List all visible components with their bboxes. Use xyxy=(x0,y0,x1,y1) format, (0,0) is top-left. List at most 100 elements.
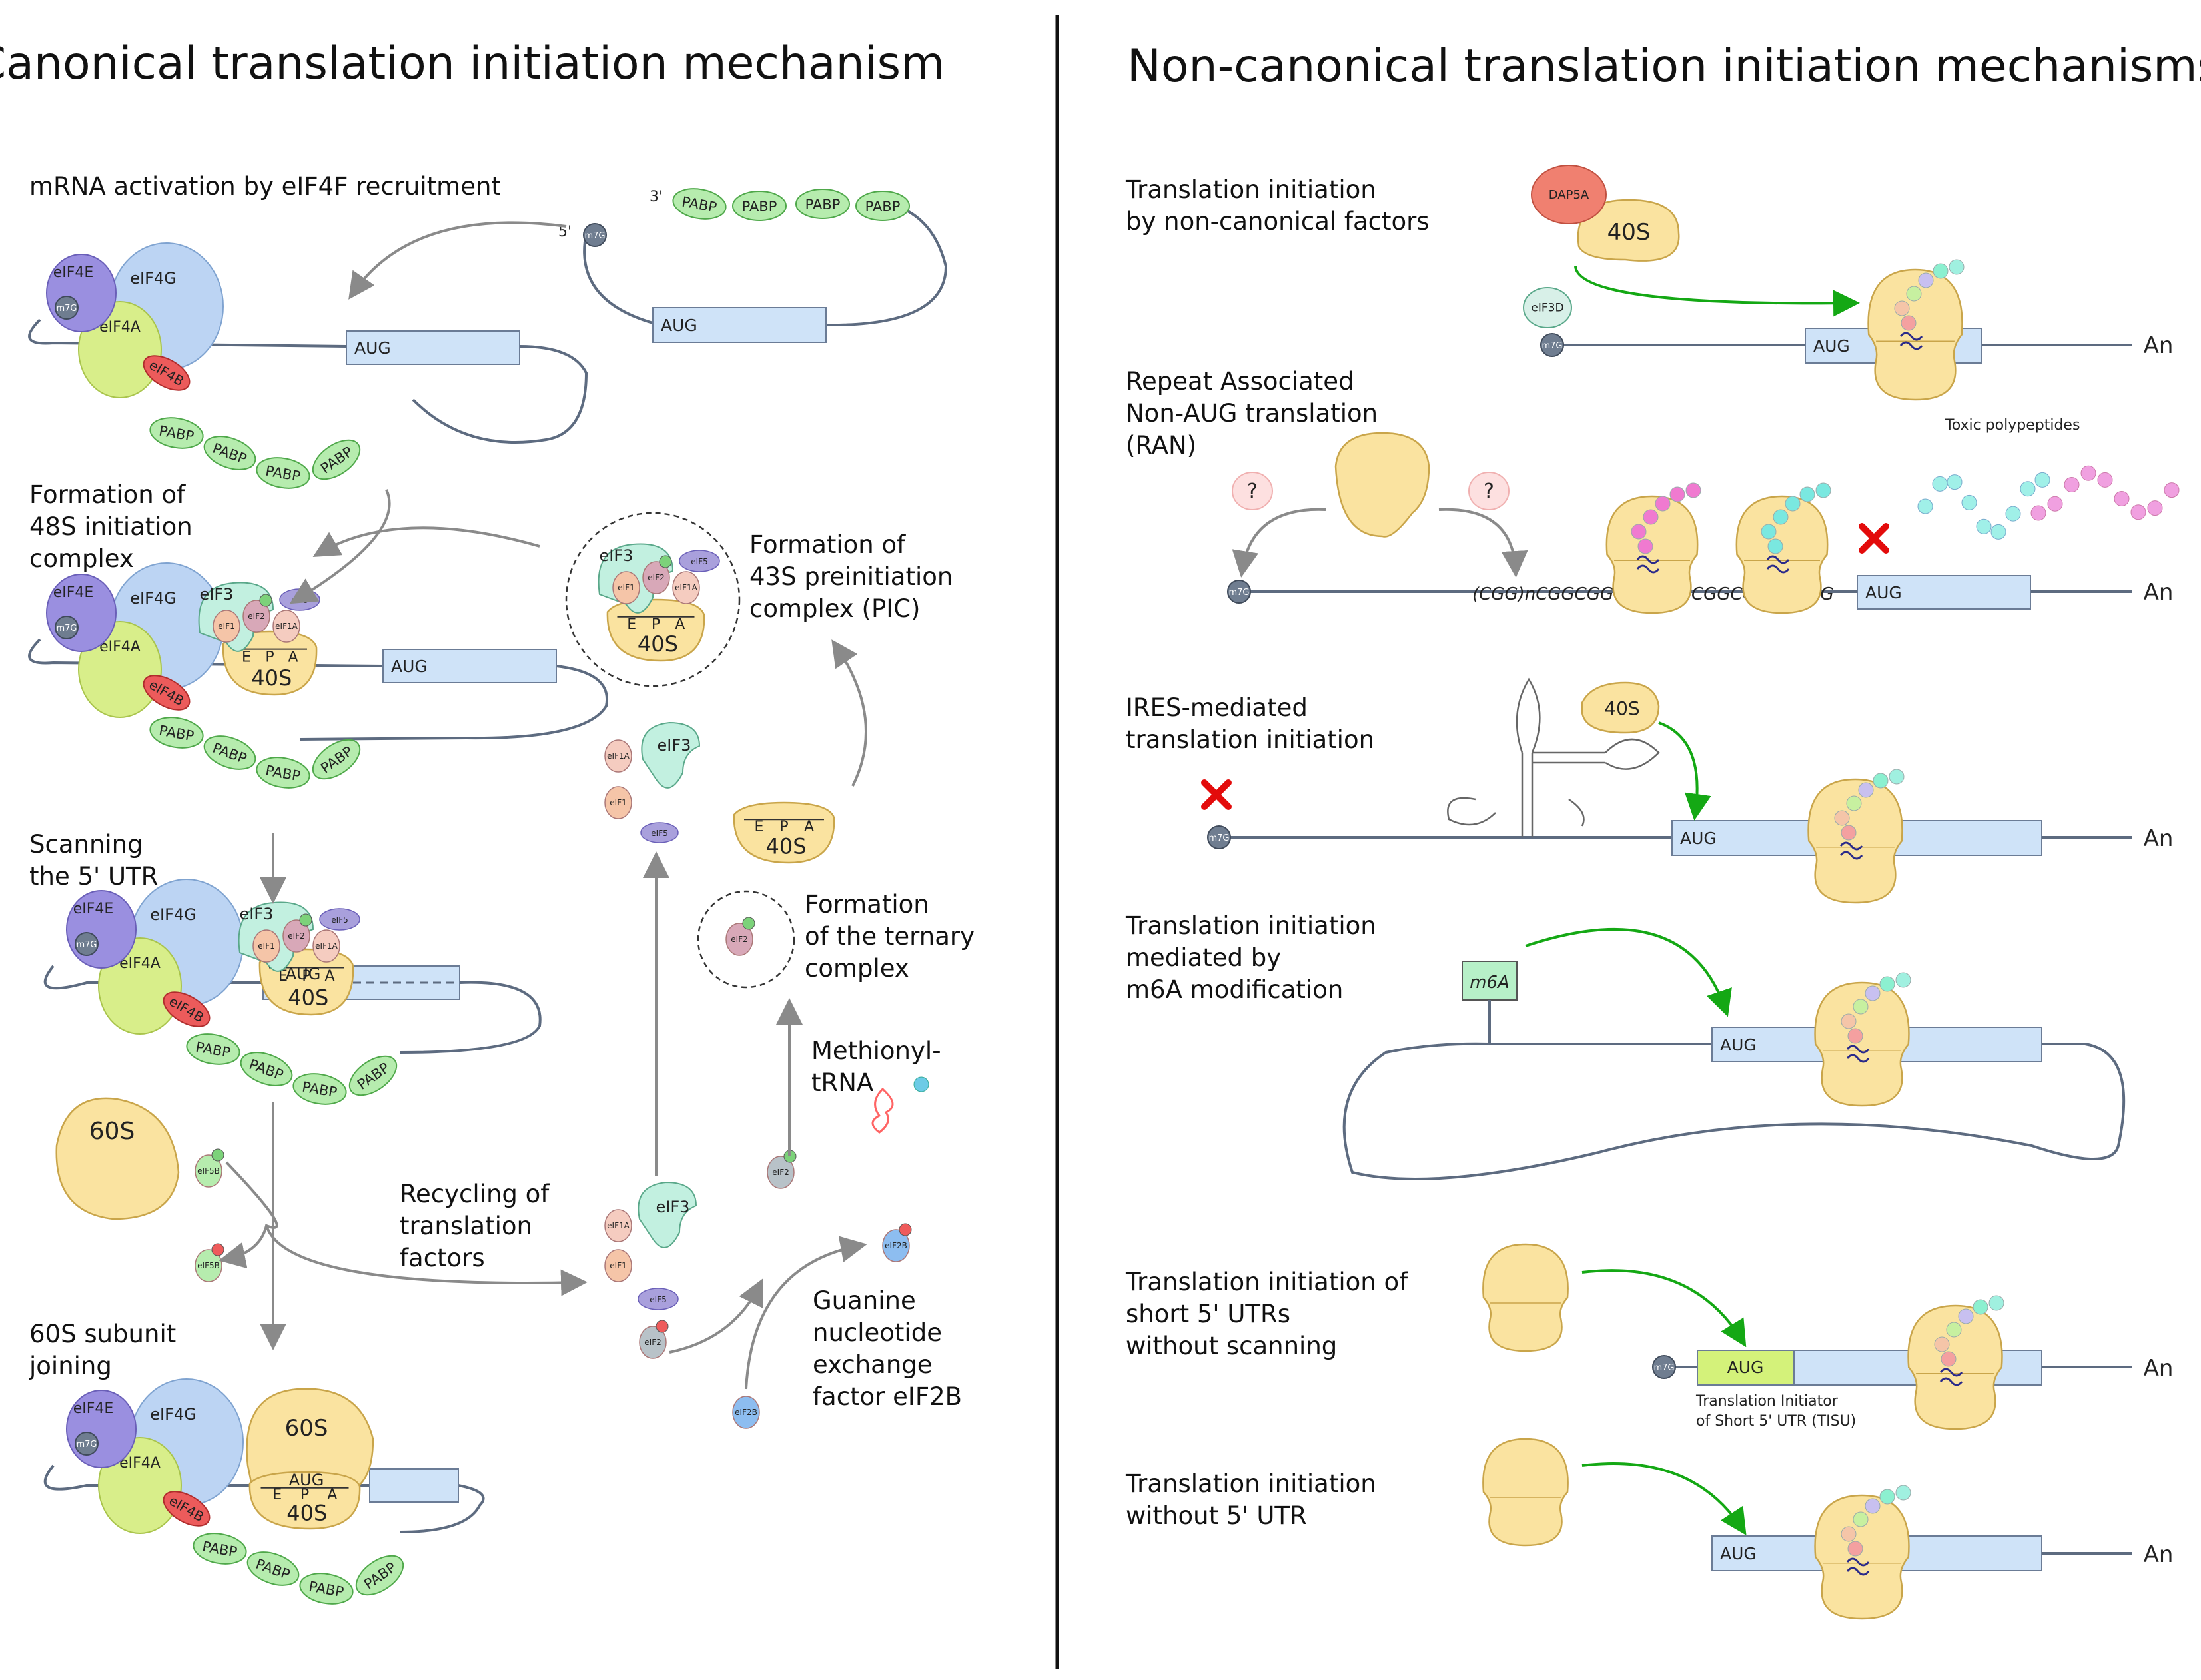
factor-eIF1A xyxy=(272,610,300,643)
aug-label: AUG xyxy=(1720,1544,1757,1563)
site-E: E xyxy=(755,819,764,835)
pabp-protein: PABP xyxy=(149,417,204,449)
label-48s-line1: Formation of xyxy=(29,480,186,509)
toxic-bead-cyan xyxy=(2005,506,2021,522)
pabp-protein: PABP xyxy=(355,1555,404,1596)
toxic-bead-pink xyxy=(2064,477,2080,493)
pabp-protein: PABP xyxy=(732,191,787,221)
polya-label: An xyxy=(2144,1541,2174,1568)
eif4g-label: eIF4G xyxy=(150,905,197,924)
site-A: A xyxy=(288,649,298,666)
peptide-bead xyxy=(1918,272,1934,288)
cap-label: m7G xyxy=(76,940,97,950)
factor-eIF2 xyxy=(282,919,310,953)
nucleotide-icon xyxy=(656,1320,669,1333)
question-left xyxy=(1232,472,1273,510)
label-48s-line3: complex xyxy=(29,544,134,573)
ribosome-80s xyxy=(1735,495,1829,614)
peptide-bead xyxy=(1655,496,1671,512)
question-right-label: ? xyxy=(1484,480,1494,503)
ribosome-80s xyxy=(1482,1438,1569,1547)
pabp-shape xyxy=(299,1573,354,1605)
label-48s-line2: 48S initiation xyxy=(29,512,193,541)
ribosome-80s xyxy=(1867,268,1963,401)
label-scanning-line2: the 5' UTR xyxy=(29,862,158,891)
factor-eIF2B xyxy=(732,1396,760,1429)
label-n6-line1: Translation initiation xyxy=(1125,1470,1376,1498)
factor-eIF2 xyxy=(242,600,270,633)
pabp-shape xyxy=(355,1555,404,1596)
factor-label-eIF2: eIF2 xyxy=(772,1168,789,1177)
factor-label-eIF1: eIF1 xyxy=(610,798,626,807)
eif5-recycled-label: eIF5 xyxy=(650,1295,666,1304)
factor-eIF1 xyxy=(604,1249,632,1282)
trna-icon xyxy=(1939,1368,1963,1386)
eif4b-protein: eIF4B xyxy=(143,675,191,711)
label-pic-line3: complex (PIC) xyxy=(749,594,921,623)
pabp-protein: PABP xyxy=(348,1055,398,1096)
factor-eIF2 xyxy=(767,1156,795,1189)
cap-icon xyxy=(55,296,79,320)
cap-icon xyxy=(1227,580,1251,604)
factor-label-eIF1A: eIF1A xyxy=(607,751,630,761)
aug-label: AUG xyxy=(661,316,697,335)
toxic-bead-cyan xyxy=(1976,518,1992,534)
label-pic-line1: Formation of xyxy=(749,530,906,559)
site-E: E xyxy=(242,649,251,666)
label-met-line2: tRNA xyxy=(811,1068,873,1097)
label-n3-line2: translation initiation xyxy=(1126,725,1374,754)
pabp-protein: PABP xyxy=(193,1533,247,1565)
factor-label-eIF1A: eIF1A xyxy=(675,583,697,592)
cap-label: m7G xyxy=(56,624,77,633)
nucleotide-icon xyxy=(659,555,672,568)
cap-label: m7G xyxy=(1208,833,1229,843)
peptide-bead xyxy=(1973,1299,1988,1315)
peptide-bead xyxy=(1879,976,1895,992)
factor-label-eIF2B: eIF2B xyxy=(735,1408,757,1417)
peptide-bead xyxy=(1934,1336,1950,1352)
trna-icon xyxy=(1899,332,1923,350)
site-E: E xyxy=(278,968,288,985)
polya-label: An xyxy=(2144,825,2174,852)
label-n4-line2: mediated by xyxy=(1126,943,1281,972)
factor-label-eIF2: eIF2 xyxy=(648,573,664,582)
label-m6a: Translation initiation mediated by m6A m… xyxy=(1125,911,1376,1004)
label-scanning-line1: Scanning xyxy=(29,830,143,859)
tisu-aug-box xyxy=(1697,1350,1795,1386)
factor-eIF2 xyxy=(639,1326,667,1359)
eif4e-label: eIF4E xyxy=(53,584,94,601)
toxic-bead-pink xyxy=(2114,491,2130,507)
label-n1-line1: Translation initiation xyxy=(1125,175,1376,204)
peptide-bead xyxy=(1853,999,1869,1015)
peptide-bead xyxy=(1946,1322,1962,1338)
toxic-bead-pink xyxy=(2164,482,2180,498)
ribosome-40s-label: 40S xyxy=(288,985,328,1010)
pabp-shape xyxy=(256,457,310,489)
toxic-bead-cyan xyxy=(2034,472,2050,488)
eif5-recycled xyxy=(638,1288,679,1310)
eif4b-shape xyxy=(143,675,191,711)
nucleotide-icon xyxy=(211,1243,224,1256)
eif3-free-label: eIF3 xyxy=(658,736,691,755)
eif4g-label: eIF4G xyxy=(130,589,177,608)
peptide-bead xyxy=(1847,1028,1863,1044)
label-gef-line3: exchange xyxy=(813,1350,933,1379)
factor-label-eIF5B: eIF5B xyxy=(197,1166,220,1176)
label-recycling: Recycling of translation factors xyxy=(400,1180,550,1272)
label-met-line1: Methionyl- xyxy=(811,1037,941,1065)
factor-eIF2B xyxy=(882,1229,910,1262)
eif5-free xyxy=(640,822,679,843)
eif3-free xyxy=(641,721,701,789)
factor-label-eIF1: eIF1 xyxy=(618,583,634,592)
label-tisu-line1: Translation Initiator xyxy=(1695,1393,1839,1410)
pabp-label: PABP xyxy=(865,199,901,214)
cap-icon xyxy=(1540,333,1564,357)
pabp-label: PABP xyxy=(742,199,777,214)
